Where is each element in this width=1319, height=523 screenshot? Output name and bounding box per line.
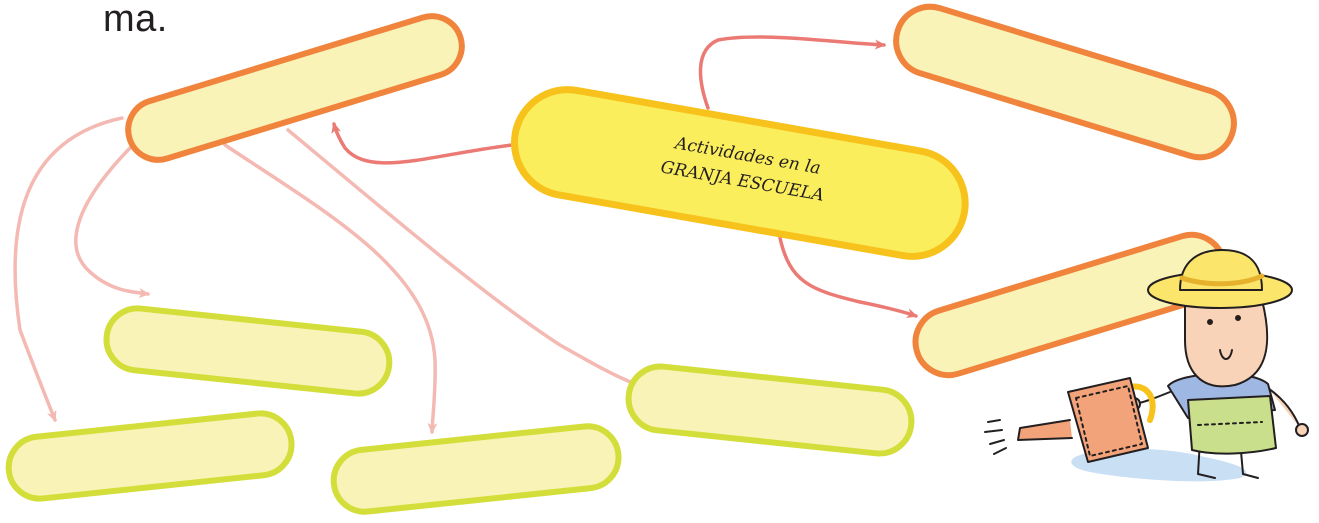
secondary-arrows (13, 116, 642, 434)
node-right-middle (625, 363, 915, 457)
node-bottom-left (5, 410, 295, 502)
arrow-to-bottom-middle-node (223, 143, 438, 434)
arrow-to-right-middle-node (286, 128, 642, 388)
farmer-with-watering-can-icon (984, 249, 1309, 482)
node-bottom-middle (330, 423, 622, 515)
arrow-to-top-left-node (331, 122, 514, 165)
node-top-left (125, 13, 465, 163)
arrow-to-middle-left-node (74, 146, 150, 298)
central-node: Actividades en la GRANJA ESCUELA (510, 86, 969, 260)
arrow-to-bottom-right-node (778, 236, 918, 318)
primary-arrows (331, 35, 918, 318)
heading-fragment: ma. (103, 0, 168, 40)
arrow-to-bottom-left-node (13, 116, 124, 422)
node-top-right (893, 3, 1237, 161)
arrow-to-top-right-node (698, 35, 886, 110)
node-middle-left (103, 305, 393, 397)
